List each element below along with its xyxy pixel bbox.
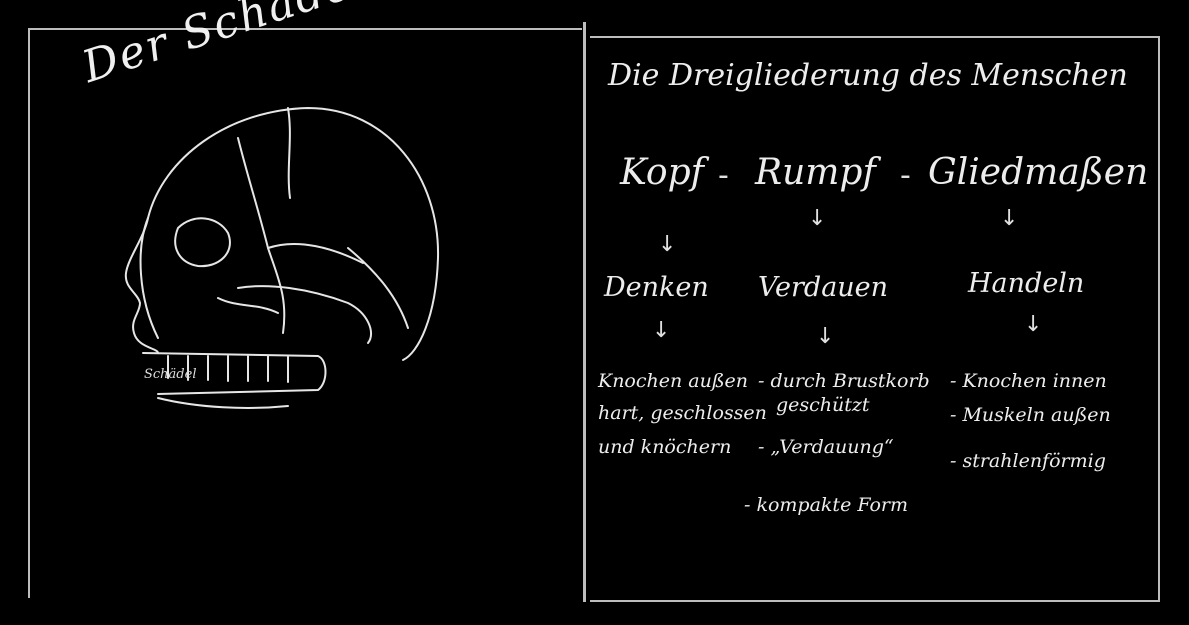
separator-1: - bbox=[718, 158, 729, 193]
separator-2: - bbox=[900, 158, 911, 193]
frame-left bbox=[28, 28, 30, 598]
frame-top-left bbox=[28, 28, 582, 30]
arrow-rumpf-1: ↓ bbox=[808, 206, 827, 231]
skull-drawing: Schädel bbox=[124, 106, 440, 409]
note-gliedmassen-1: - Knochen innen bbox=[950, 370, 1107, 392]
skull-cranium-outline bbox=[139, 106, 440, 361]
heading-kopf: Kopf bbox=[620, 152, 704, 193]
frame-right bbox=[1158, 36, 1160, 602]
function-verdauen: Verdauen bbox=[758, 272, 889, 303]
arrow-gliedmassen-2: ↓ bbox=[1024, 312, 1043, 337]
note-rumpf-4: - kompakte Form bbox=[744, 494, 909, 516]
skull-eye-socket bbox=[174, 217, 231, 268]
frame-center-divider bbox=[583, 22, 586, 602]
frame-top-right bbox=[590, 36, 1160, 38]
arrow-kopf-2: ↓ bbox=[652, 318, 671, 343]
note-kopf-1: Knochen außen bbox=[598, 370, 749, 392]
arrow-gliedmassen-1: ↓ bbox=[1000, 206, 1019, 231]
skull-face-outline bbox=[124, 217, 159, 354]
arrow-kopf-1: ↓ bbox=[658, 232, 677, 257]
note-kopf-2: hart, geschlossen bbox=[598, 402, 767, 424]
note-gliedmassen-2: - Muskeln außen bbox=[950, 404, 1111, 426]
note-rumpf-3: - „Verdauung“ bbox=[758, 436, 894, 458]
heading-gliedmassen: Gliedmaßen bbox=[928, 152, 1149, 193]
note-gliedmassen-3: - strahlenförmig bbox=[950, 450, 1106, 472]
arrow-rumpf-2: ↓ bbox=[816, 324, 835, 349]
note-rumpf-2: geschützt bbox=[776, 394, 870, 416]
heading-rumpf: Rumpf bbox=[755, 152, 876, 193]
function-denken: Denken bbox=[604, 272, 709, 303]
skull-label: Schädel bbox=[144, 367, 196, 382]
frame-bottom-right bbox=[590, 600, 1160, 602]
right-panel-title: Die Dreigliederung des Menschen bbox=[608, 58, 1128, 93]
skull-jaw bbox=[142, 352, 327, 395]
left-panel-title: Der Schädel bbox=[76, 0, 374, 93]
function-handeln: Handeln bbox=[968, 268, 1085, 299]
note-kopf-3: und knöchern bbox=[598, 436, 732, 458]
note-rumpf-1: - durch Brustkorb bbox=[758, 370, 930, 392]
